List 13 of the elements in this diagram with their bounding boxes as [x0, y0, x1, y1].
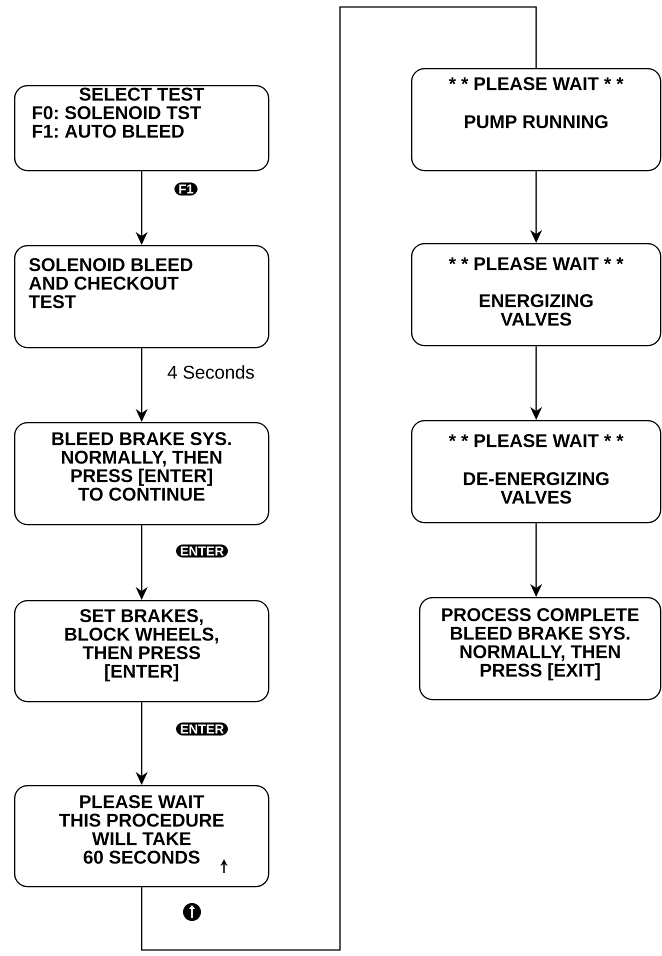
- edge-label: 4 Seconds: [168, 365, 254, 379]
- display-box: SELECT TEST F0: SOLENOID TST F1: AUTO BLEED: [14, 85, 270, 172]
- display-box: PLEASE WAIT THIS PROCEDURE WILL TAKE 60 SECONDS: [14, 785, 270, 888]
- display-box: PROCESS COMPLETE BLEED BRAKE SYS. NORMALLY, THEN PRESS [EXIT]: [419, 597, 662, 700]
- display-box: SET BRAKES, BLOCK WHEELS, THEN PRESS [ENTER]: [14, 600, 270, 702]
- display-box: * * PLEASE WAIT * * PUMP RUNNING: [411, 68, 662, 172]
- key-badge: ENTER: [176, 544, 228, 558]
- key-badge: F1: [174, 182, 198, 196]
- display-box: * * PLEASE WAIT * * ENERGIZING VALVES: [411, 243, 662, 346]
- key-badge: ENTER: [176, 722, 228, 736]
- display-box: SOLENOID BLEED AND CHECKOUT TEST: [14, 245, 270, 348]
- display-box: * * PLEASE WAIT * * DE-ENERGIZING VALVES: [411, 420, 662, 524]
- display-box: BLEED BRAKE SYS. NORMALLY, THEN PRESS [ENTER] TO CONTINUE: [14, 422, 270, 526]
